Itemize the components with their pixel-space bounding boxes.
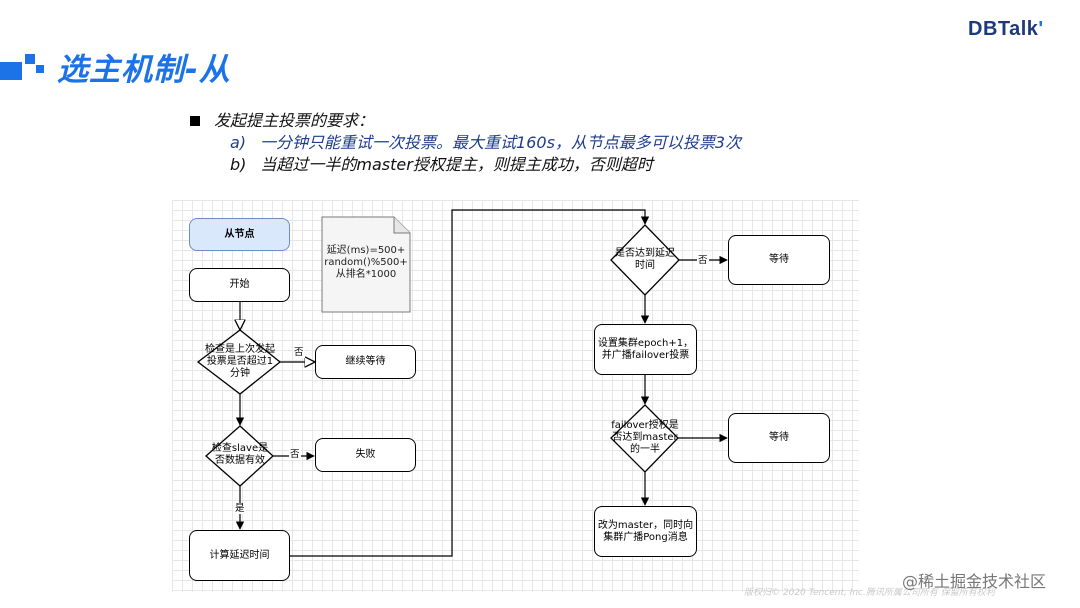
note-shape: [321, 216, 411, 313]
delay-formula-note: 延迟(ms)=500+random()%500+从排名*1000: [324, 245, 408, 280]
bullet-square-icon: [190, 116, 200, 126]
edge-label-yes: 是: [234, 503, 246, 514]
watermark: @稀土掘金技术社区: [902, 572, 1047, 591]
fail-node: 失败: [315, 438, 416, 472]
requirement-item-b: b)当超过一半的master授权提主，则提主成功，否则超时: [230, 155, 653, 174]
failover-flowchart: 从节点 延迟(ms)=500+random()%500+从排名*1000 开始 …: [172, 200, 859, 592]
lane-title-slave-node: 从节点: [189, 218, 290, 251]
check-slave-data-label: 检查slave是否数据有效: [211, 443, 269, 466]
flowchart-shapes: [196, 209, 728, 557]
edge-compute-to-delay: [290, 209, 650, 557]
edge-label-no-2: 否: [289, 449, 301, 460]
compute-delay-node: 计算延迟时间: [189, 530, 290, 581]
become-master-node: 改为master，同时向集群广播Pong消息: [594, 506, 697, 557]
slide-title: 选主机制-从: [57, 52, 231, 88]
header-marker: [0, 54, 44, 80]
requirements-heading: 发起提主投票的要求：: [214, 111, 375, 130]
edge-label-no-1: 否: [293, 347, 305, 358]
continue-wait-node: 继续等待: [315, 345, 416, 379]
wait-node-2: 等待: [728, 413, 830, 463]
dbtalk-logo: DBTalk': [968, 18, 1044, 40]
edge-label-no-3: 否: [697, 255, 709, 266]
wait-node-1: 等待: [728, 235, 830, 285]
set-epoch-node: 设置集群epoch+1，并广播failover投票: [594, 324, 697, 375]
reached-delay-label: 是否达到延迟时间: [615, 248, 675, 271]
copyright-notice: 版权归© 2020 Tencent, Inc.腾讯所属公司所有 保留所有权利: [744, 588, 995, 598]
start-node: 开始: [189, 268, 290, 302]
requirement-item-a: a)一分钟只能重试一次投票。最大重试160s，从节点最多可以投票3次: [230, 133, 742, 152]
